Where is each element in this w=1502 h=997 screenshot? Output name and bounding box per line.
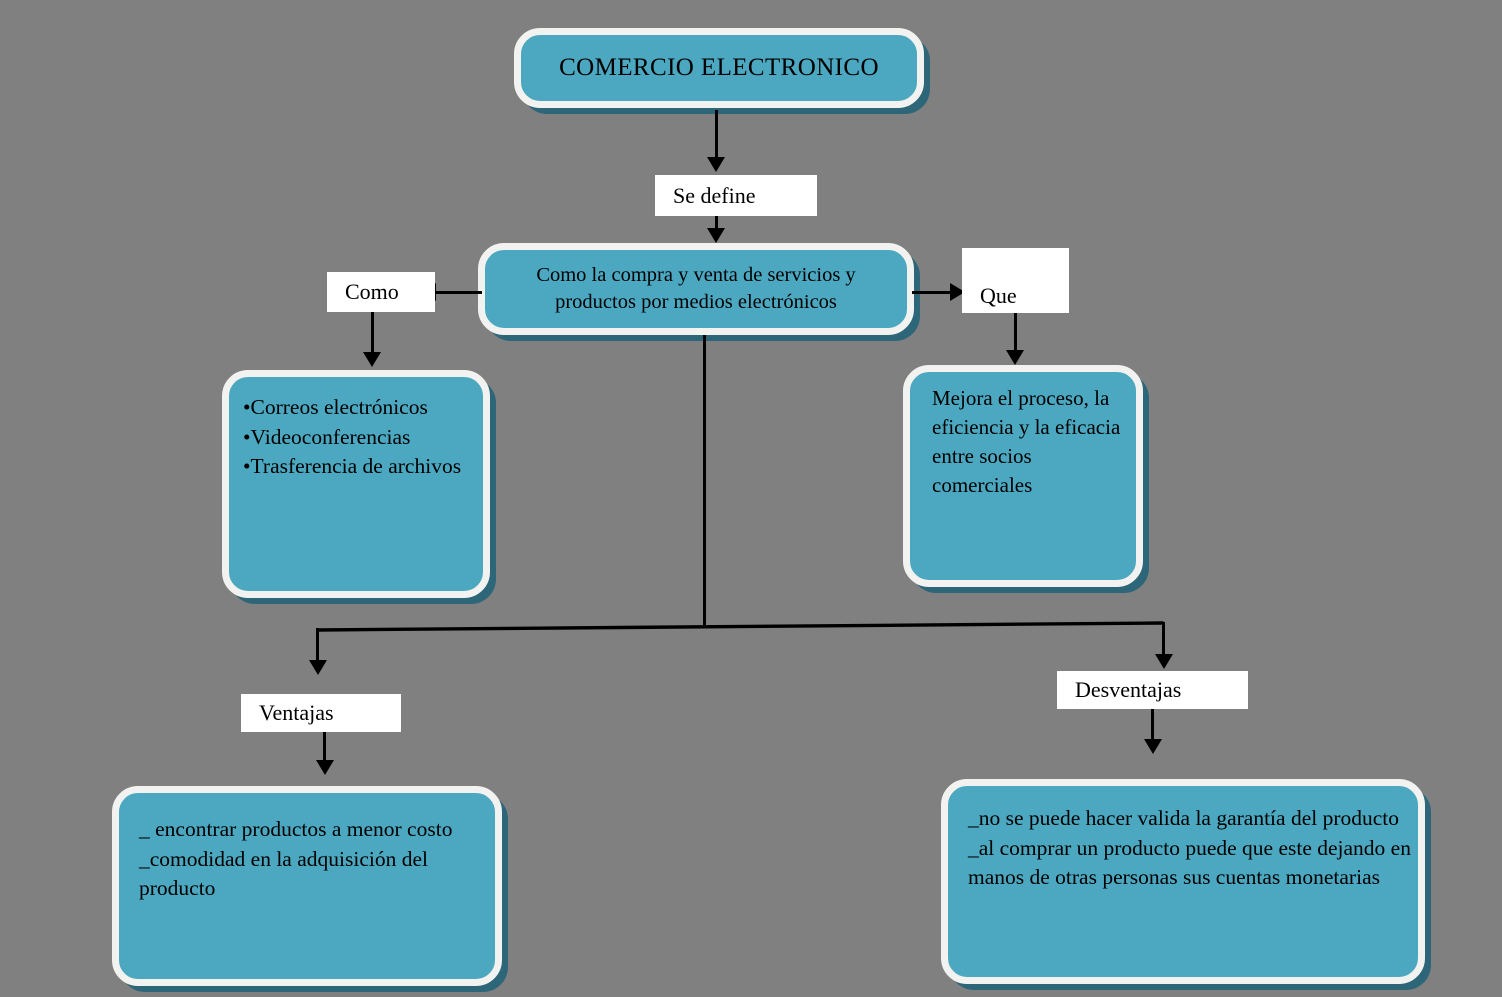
node-como-list[interactable]: •Correos electrónicos •Videoconferencias…	[222, 370, 490, 598]
label-desventajas[interactable]: Desventajas	[1057, 671, 1248, 709]
arrow-title-to-se-define-icon	[707, 157, 725, 172]
connector-definition-to-bus	[703, 335, 706, 628]
arrow-como-to-list-icon	[363, 352, 381, 367]
node-como-list-text: •Correos electrónicos •Videoconferencias…	[243, 395, 462, 479]
node-que-detail[interactable]: Mejora el proceso, la eficiencia y la ef…	[903, 365, 1143, 587]
arrow-bus-to-desventajas-icon	[1155, 654, 1173, 669]
connector-ventajas-to-detail	[323, 732, 326, 768]
label-se-define[interactable]: Se define	[655, 175, 817, 216]
label-como-text: Como	[345, 279, 399, 304]
label-ventajas-text: Ventajas	[259, 700, 334, 725]
connector-desventajas-to-detail	[1151, 709, 1154, 747]
label-ventajas[interactable]: Ventajas	[241, 694, 401, 732]
arrow-que-to-detail-icon	[1006, 350, 1024, 365]
connector-bus-to-ventajas	[316, 628, 319, 668]
node-ventajas-detail[interactable]: _ encontrar productos a menor costo _com…	[112, 786, 502, 986]
connector-se-define-to-definition	[715, 216, 718, 232]
node-ventajas-detail-text: _ encontrar productos a menor costo _com…	[139, 817, 453, 901]
node-definition[interactable]: Como la compra y venta de servicios y pr…	[478, 243, 914, 335]
node-desventajas-detail[interactable]: _no se puede hacer valida la garantía de…	[941, 779, 1425, 984]
connector-definition-to-que	[912, 291, 956, 294]
node-title-comercio-electronico[interactable]: COMERCIO ELECTRONICO	[514, 28, 924, 108]
label-que-text: Que	[980, 283, 1017, 308]
node-que-detail-text: Mejora el proceso, la eficiencia y la ef…	[932, 386, 1121, 497]
arrow-desventajas-to-detail-icon	[1144, 739, 1162, 754]
arrow-definition-to-que-icon	[950, 283, 965, 301]
connector-que-to-detail	[1014, 313, 1017, 358]
label-como[interactable]: Como	[327, 272, 435, 312]
label-que[interactable]: Que	[962, 248, 1069, 313]
connector-title-to-se-define	[715, 110, 718, 160]
connector-como-to-list	[371, 312, 374, 360]
connector-horizontal-bus	[317, 621, 1164, 632]
connector-definition-to-como	[434, 291, 482, 294]
label-desventajas-text: Desventajas	[1075, 677, 1182, 702]
node-desventajas-detail-text: _no se puede hacer valida la garantía de…	[968, 806, 1411, 890]
arrow-se-define-to-definition-icon	[707, 228, 725, 243]
connector-bus-to-desventajas	[1162, 622, 1165, 662]
node-title-text: COMERCIO ELECTRONICO	[559, 53, 879, 81]
arrow-ventajas-to-detail-icon	[316, 760, 334, 775]
label-se-define-text: Se define	[673, 182, 756, 208]
node-definition-text: Como la compra y venta de servicios y pr…	[536, 264, 856, 313]
arrow-bus-to-ventajas-icon	[309, 660, 327, 675]
